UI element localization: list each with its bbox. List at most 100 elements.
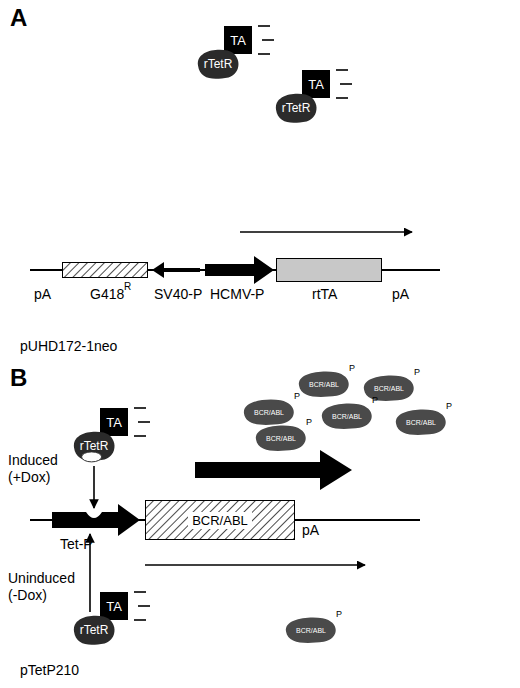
activation-domain: TA — [100, 408, 128, 436]
node-label: BCR/ABL — [240, 398, 298, 426]
transcription-arrow — [240, 231, 412, 233]
node-label: BCR/ABL — [145, 500, 295, 540]
figure-label: pA — [392, 286, 409, 303]
label-text: BCR/ABL — [266, 435, 296, 442]
strong-transcription-arrow — [195, 450, 352, 490]
node-annotation: P — [294, 391, 300, 401]
figure-label: pA — [302, 522, 319, 539]
node-annotation: G418 — [90, 286, 124, 302]
square-shape — [100, 408, 128, 436]
label-text: TA — [106, 415, 122, 430]
charge-signs — [134, 26, 352, 620]
binding-arrow — [93, 466, 95, 508]
blob-shape — [74, 616, 115, 645]
panel-letter: A — [10, 4, 27, 33]
node-label: rTetR — [70, 614, 118, 646]
node-shape — [62, 262, 148, 278]
node-label: BCR/ABL — [392, 408, 450, 436]
fusion-protein: BCR/ABL P — [360, 374, 418, 402]
blob-shape — [299, 372, 349, 397]
doxycycline-mark — [82, 452, 102, 462]
fusion-protein: BCR/ABLP — [252, 424, 310, 452]
node-label: BCR/ABL — [252, 424, 310, 452]
label-text: BCR/ABL — [332, 413, 362, 420]
repressor-protein: rTetR — [70, 430, 118, 462]
figure-label: pUHD172-1neo — [20, 338, 117, 355]
fusion-protein: BCR/ABLP — [240, 398, 298, 426]
node-annotation: R — [124, 281, 131, 292]
node-label: TA — [100, 592, 128, 620]
transactivator-gene: rtTA — [276, 258, 382, 282]
node-annotation: P — [336, 609, 342, 619]
label-text: rTetR — [204, 57, 233, 71]
node-label: TA — [224, 26, 252, 54]
node-annotation: P — [446, 401, 452, 411]
square-shape — [100, 592, 128, 620]
repressor-protein: rTetR — [272, 92, 320, 124]
node-annotation: P — [306, 417, 312, 427]
label-text: rTetR — [80, 439, 109, 453]
node-label: rTetR — [194, 48, 242, 80]
label-text: TA — [230, 33, 246, 48]
blob-shape — [198, 50, 239, 79]
node-shape — [276, 258, 382, 282]
node-annotation: P — [414, 367, 420, 377]
label-text: TA — [106, 599, 122, 614]
blob-shape — [276, 94, 317, 123]
label-text: BCR/ABL — [406, 419, 436, 426]
label-text: BCR/ABL — [309, 381, 339, 388]
figure-label: HCMV-P — [210, 286, 264, 303]
label-text: rTetR — [80, 623, 109, 637]
fusion-protein: BCR/ABLP — [392, 408, 450, 436]
figure-label: Uninduced (-Dox) — [8, 570, 86, 604]
blob-shape — [256, 426, 306, 451]
node-label: TA — [302, 70, 330, 98]
node-annotation: P — [372, 395, 378, 405]
label-text: TA — [308, 77, 324, 92]
label-text: BCR/ABL — [296, 627, 326, 634]
figure-label: pA — [34, 286, 51, 303]
blob-shape — [322, 404, 372, 429]
panel-letter: B — [10, 364, 27, 393]
gene-box: G418R — [62, 262, 148, 278]
hcmv-promoter-arrow — [205, 256, 274, 284]
node-label: BCR/ABL — [318, 402, 376, 430]
square-shape — [302, 70, 330, 98]
hatched-box — [146, 501, 295, 540]
activation-domain: TA — [224, 26, 252, 54]
node-label: BCR/ABL — [282, 616, 340, 644]
sv40-promoter-shaft — [160, 268, 200, 272]
figure-label: pTetP210 — [20, 662, 79, 679]
fusion-protein: BCR/ABLP — [282, 616, 340, 644]
node-annotation: rtTA — [312, 286, 337, 302]
activation-domain: TA — [100, 592, 128, 620]
figure-label: SV40-P — [154, 286, 202, 303]
node-label: TA — [100, 408, 128, 436]
figure-label: Tet-P — [60, 536, 93, 553]
node-label: BCR/ABL — [295, 370, 353, 398]
gene-box: BCR/ABL — [145, 500, 295, 540]
repressor-protein: rTetR — [70, 614, 118, 646]
node-annotation: P — [349, 363, 355, 373]
weak-transcription-arrow — [145, 564, 365, 566]
blob-shape — [364, 376, 414, 401]
fusion-protein: BCR/ABL P — [295, 370, 353, 398]
blob-shape — [286, 618, 336, 643]
sv40-promoter-head — [152, 262, 164, 278]
tet-promoter-arrow — [52, 504, 140, 536]
hatched-box — [63, 263, 148, 278]
square-shape — [224, 26, 252, 54]
gray-box — [277, 259, 382, 282]
label-text: BCR/ABL — [188, 512, 252, 529]
blob-shape — [244, 400, 294, 425]
node-label: BCR/ABL — [360, 374, 418, 402]
blob-shape — [396, 410, 446, 435]
label-text: rTetR — [282, 101, 311, 115]
repressor-protein: rTetR — [194, 48, 242, 80]
figure-label: Induced (+Dox) — [8, 452, 70, 486]
activation-domain: TA — [302, 70, 330, 98]
fusion-protein: BCR/ABLP — [318, 402, 376, 430]
label-text: BCR/ABL — [254, 409, 284, 416]
label-text: BCR/ABL — [374, 385, 404, 392]
